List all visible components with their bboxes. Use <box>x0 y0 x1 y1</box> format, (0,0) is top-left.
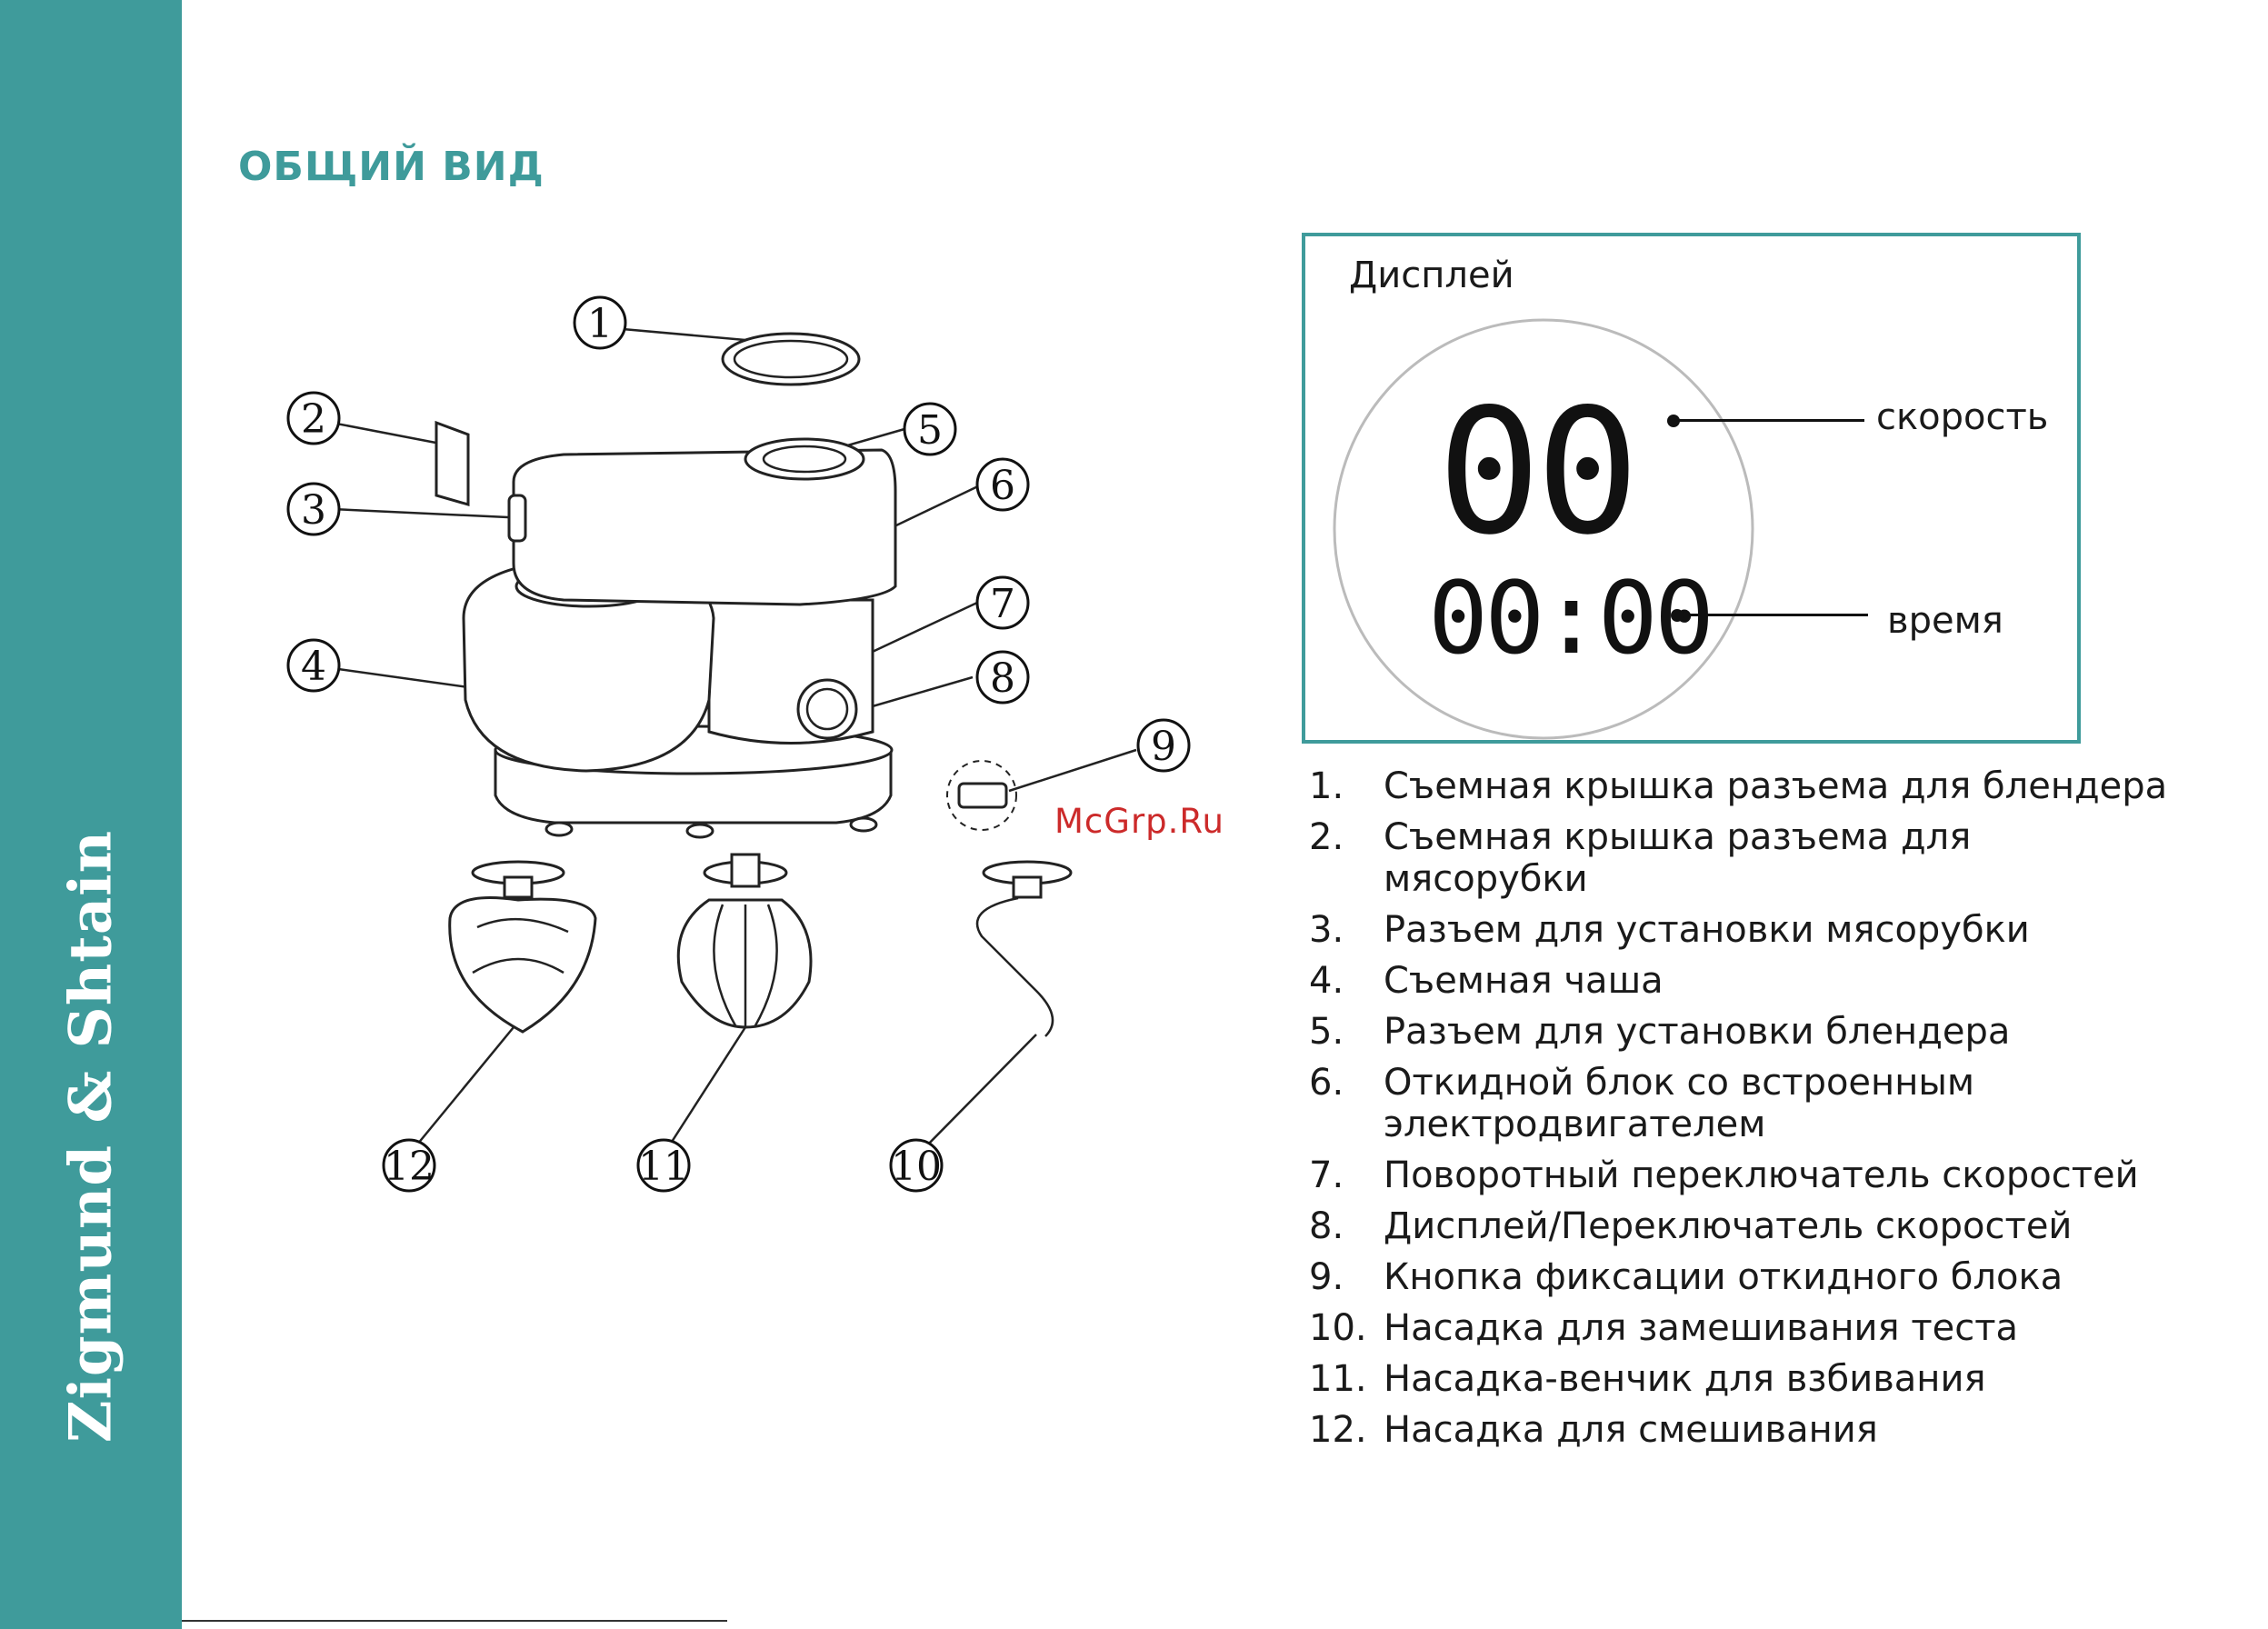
speed-readout: 00 <box>1437 372 1640 573</box>
list-item: 7.Поворотный переключатель скоростей <box>1309 1154 2139 1196</box>
bottom-rule <box>182 1620 727 1622</box>
parts-list: 1.Съемная крышка разъема для блендера 2.… <box>1309 765 2183 1460</box>
page-title: ОБЩИЙ ВИД <box>238 144 545 190</box>
list-item: 6.Откидной блок со встроенным электродви… <box>1309 1062 1975 1145</box>
list-item: 3.Разъем для установки мясорубки <box>1309 909 2030 951</box>
mixer-diagram: 1 2 3 4 5 6 7 8 9 10 11 12 <box>286 295 1191 1193</box>
callout-12: 12 <box>384 1144 435 1190</box>
time-label: время <box>1887 600 2003 642</box>
time-leader <box>1677 614 1868 616</box>
callout-8: 8 <box>990 655 1015 702</box>
list-item: 10.Насадка для замешивания теста <box>1309 1307 2019 1349</box>
list-item: 2.Съемная крышка разъема для мясорубки <box>1309 816 1972 900</box>
dough-hook-drawing <box>975 860 1073 1037</box>
list-item: 1.Съемная крышка разъема для блендера <box>1309 765 2168 807</box>
callout-4: 4 <box>301 644 326 690</box>
callout-10: 10 <box>891 1144 942 1190</box>
callout-1: 1 <box>587 301 613 347</box>
brand-logo: Zigmund & Shtain <box>56 829 125 1444</box>
leader-lines <box>331 327 1137 1155</box>
callout-3: 3 <box>301 487 326 534</box>
list-item: 5.Разъем для установки блендера <box>1309 1011 2011 1053</box>
whisk-drawing <box>676 853 813 1029</box>
blender-cover-drawing <box>721 332 861 386</box>
list-item: 11.Насадка-венчик для взбивания <box>1309 1358 1986 1400</box>
callout-9: 9 <box>1151 724 1176 770</box>
flat-beater-drawing <box>448 860 597 1034</box>
motor-head-drawing <box>512 448 897 606</box>
list-item: 8.Дисплей/Переключатель скоростей <box>1309 1205 2073 1247</box>
speed-label: скорость <box>1876 396 2049 438</box>
callout-2: 2 <box>301 396 326 443</box>
list-item: 9.Кнопка фиксации откидного блока <box>1309 1256 2063 1298</box>
list-item: 4.Съемная чаша <box>1309 960 1664 1002</box>
callout-6: 6 <box>990 463 1015 509</box>
watermark: McGrp.Ru <box>1054 802 1224 841</box>
callout-11: 11 <box>638 1144 689 1190</box>
list-item: 12.Насадка для смешивания <box>1309 1409 1878 1451</box>
lock-button-drawing <box>957 782 1008 809</box>
display-label: Дисплей <box>1349 255 1514 296</box>
callout-7: 7 <box>990 581 1015 627</box>
brand-sidebar: Zigmund & Shtain <box>0 0 182 1629</box>
grinder-cover-drawing <box>435 420 470 506</box>
time-readout: 00:00 <box>1428 560 1714 676</box>
speed-leader <box>1674 419 1864 422</box>
callout-5: 5 <box>917 407 943 454</box>
display-panel: Дисплей 00 00:00 скорость время <box>1302 233 2081 744</box>
display-circle <box>1333 318 1754 740</box>
